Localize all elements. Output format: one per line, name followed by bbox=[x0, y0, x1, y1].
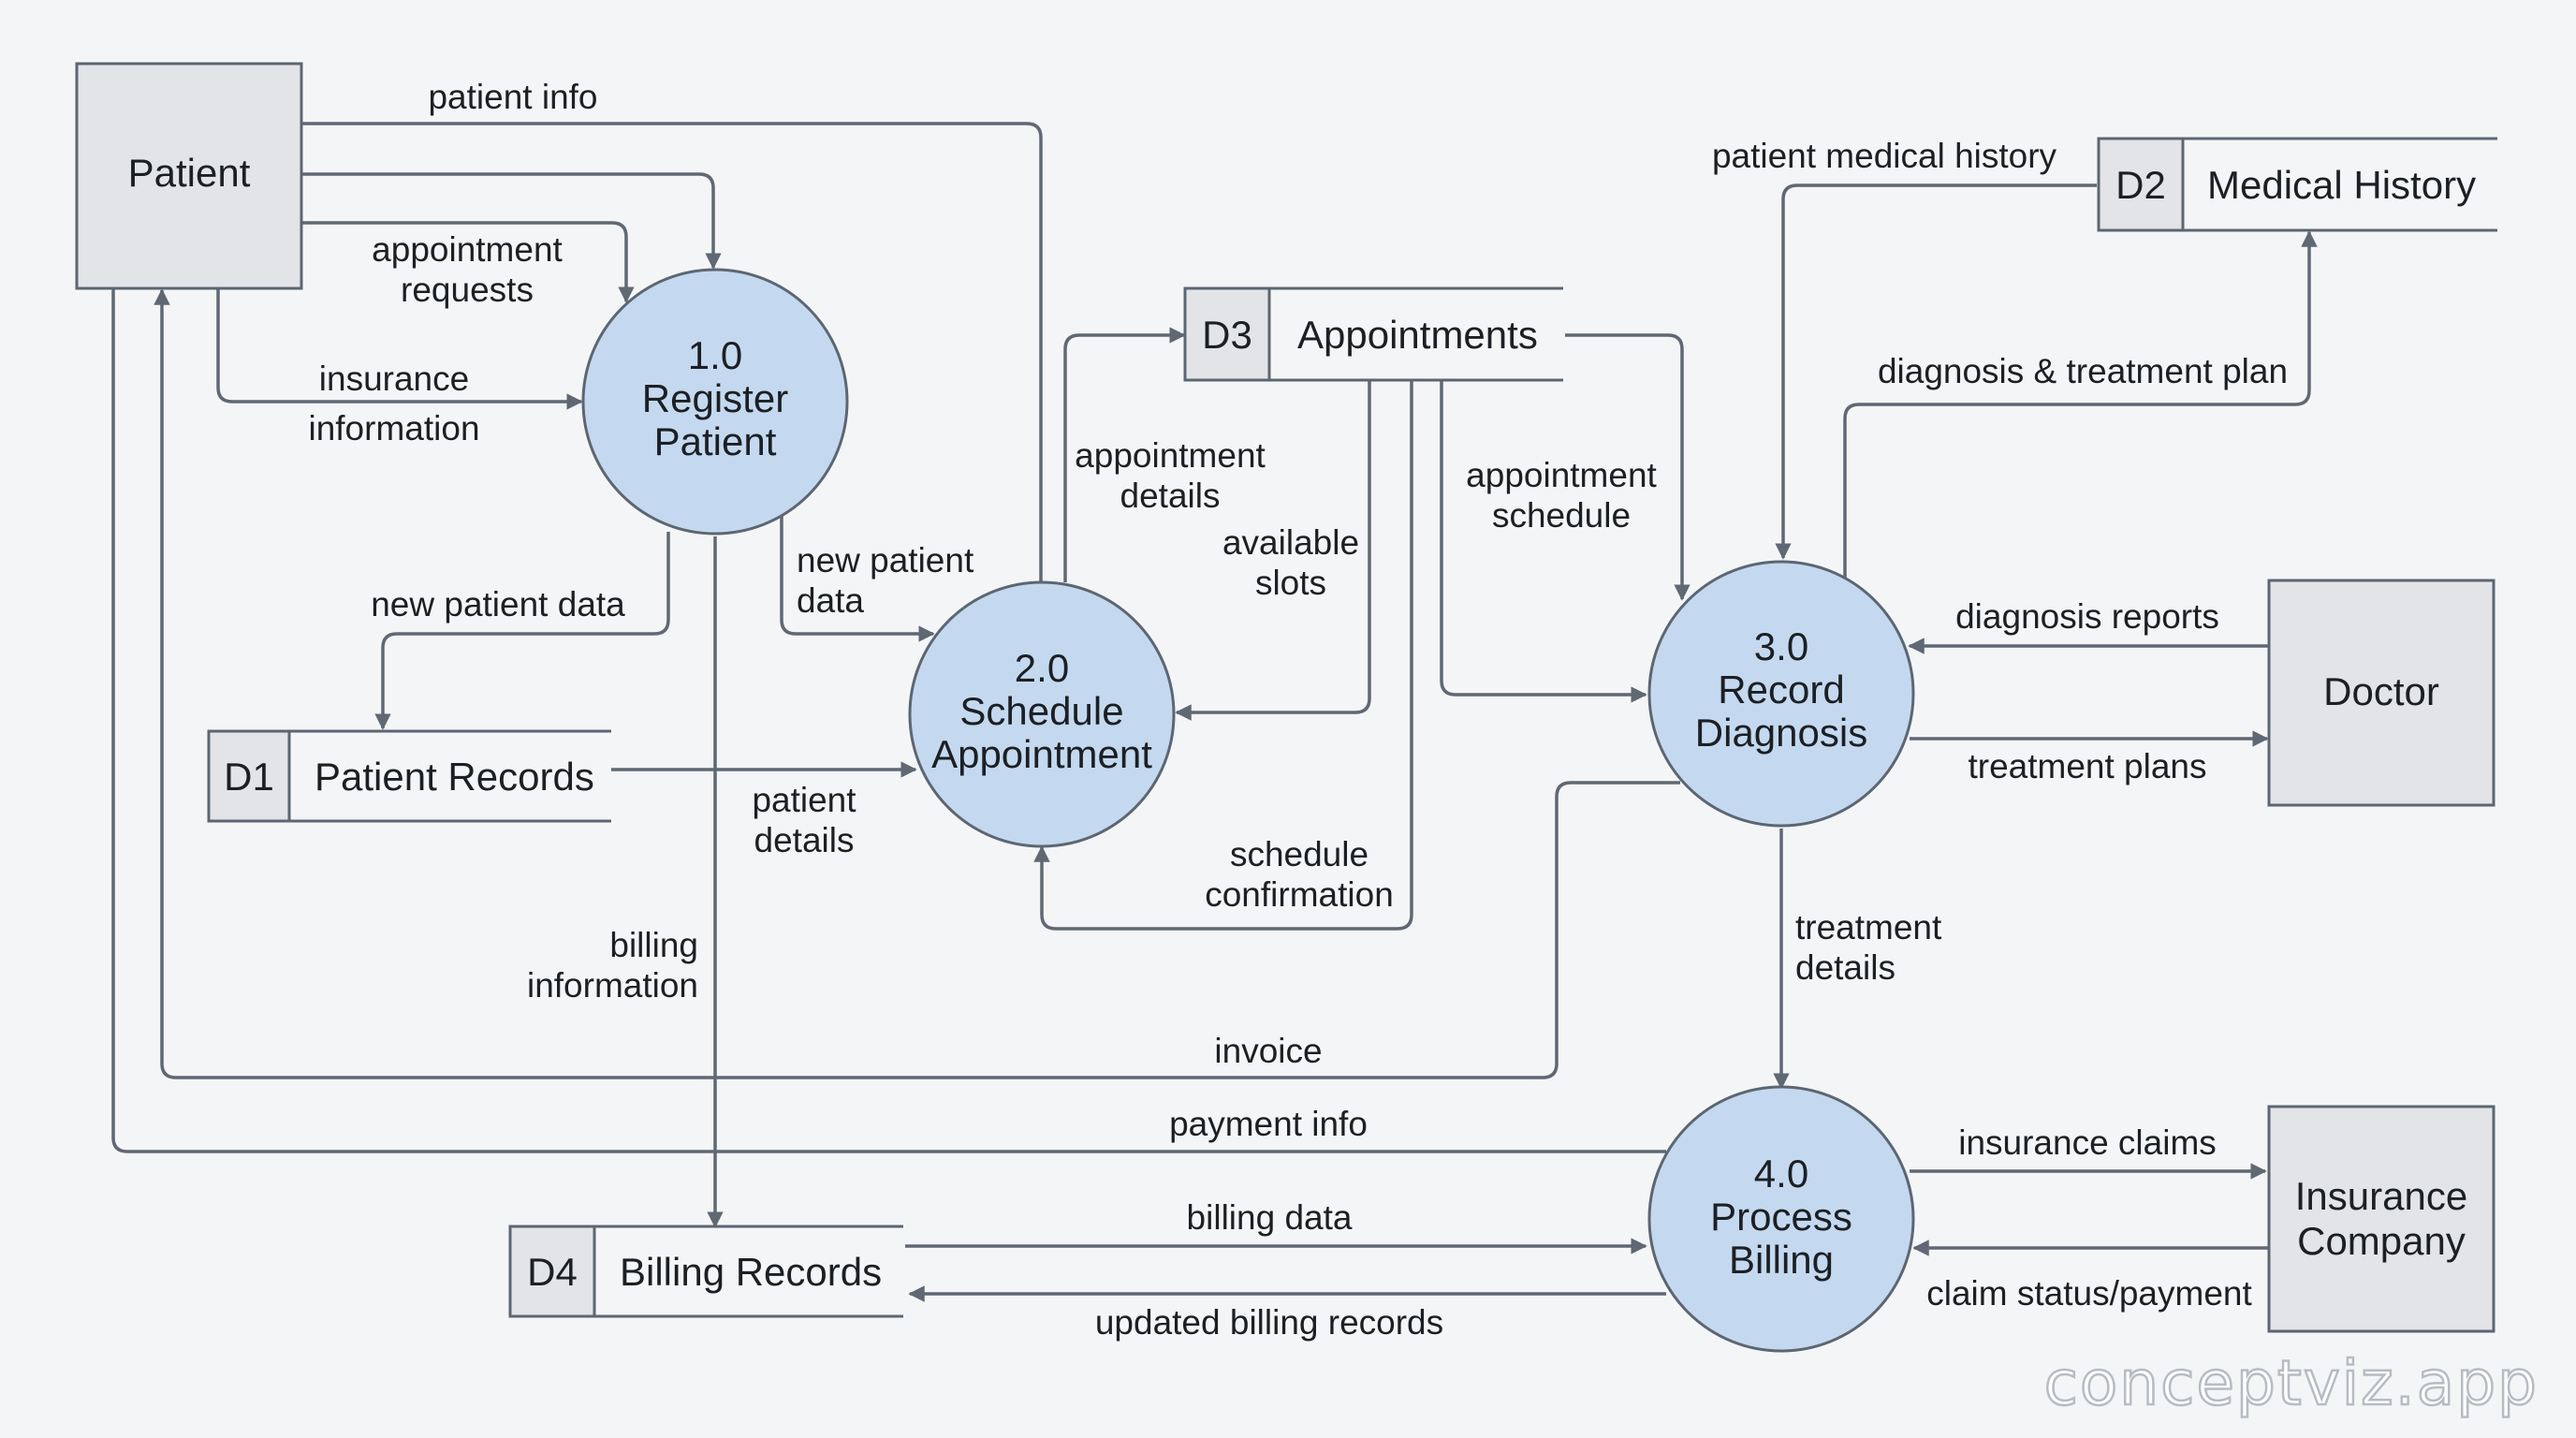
process-label: Schedule bbox=[959, 689, 1123, 733]
process-number: 1.0 bbox=[688, 333, 742, 377]
process-label: Record bbox=[1718, 668, 1844, 712]
flow-label-invoice: invoice bbox=[1214, 1032, 1322, 1070]
flow-label-appointment-details: appointment bbox=[1075, 436, 1266, 475]
flow-label-insurance-claims: insurance claims bbox=[1958, 1123, 2217, 1162]
process-schedule-appointment: 2.0 Schedule Appointment bbox=[908, 580, 1176, 848]
flow-label-patient-info: patient info bbox=[428, 78, 597, 116]
process-record-diagnosis: 3.0 Record Diagnosis bbox=[1647, 560, 1915, 828]
process-number: 3.0 bbox=[1754, 624, 1808, 668]
data-store-patient-records: D1 Patient Records bbox=[207, 729, 611, 823]
entity-label: Company bbox=[2297, 1219, 2466, 1263]
process-label: Appointment bbox=[931, 732, 1152, 776]
process-label: Process bbox=[1710, 1195, 1852, 1239]
data-store-appointments: D3 Appointments bbox=[1183, 286, 1563, 382]
flow-label-treatment-details: details bbox=[1795, 948, 1895, 987]
flow-available-slots bbox=[1175, 380, 1371, 721]
flow-label-schedule-confirmation: schedule bbox=[1230, 835, 1368, 873]
flow-appointment-requests bbox=[301, 221, 635, 303]
flow-label-patient-medical-history: patient medical history bbox=[1712, 137, 2057, 175]
data-store-id: D3 bbox=[1202, 313, 1252, 357]
process-label: Register bbox=[642, 376, 788, 420]
flow-patient-to-register bbox=[301, 172, 722, 270]
flow-label-billing-data: billing data bbox=[1187, 1198, 1353, 1237]
data-store-name: Appointments bbox=[1297, 313, 1538, 357]
data-store-name: Billing Records bbox=[620, 1250, 882, 1294]
flow-appointment-details bbox=[1063, 327, 1186, 582]
flow-label-appointment-requests: requests bbox=[401, 271, 534, 309]
process-label: Diagnosis bbox=[1695, 711, 1867, 755]
flow-appointments-to-diagnosis bbox=[1440, 380, 1647, 703]
data-store-billing-records: D4 Billing Records bbox=[508, 1225, 903, 1318]
flow-schedule-confirmation bbox=[1033, 380, 1413, 931]
data-store-name: Medical History bbox=[2207, 163, 2476, 207]
flow-label-billing-information: billing bbox=[609, 926, 698, 964]
data-store-name: Patient Records bbox=[315, 755, 594, 799]
process-label: Patient bbox=[654, 419, 777, 463]
flow-label-new-patient-data-2: data bbox=[797, 581, 864, 620]
flow-label-insurance-information: information bbox=[308, 409, 479, 448]
flow-lines bbox=[111, 122, 2318, 1302]
flow-label-claim-status-payment: claim status/payment bbox=[1926, 1274, 2252, 1313]
entity-label: Insurance bbox=[2295, 1174, 2467, 1218]
flow-invoice bbox=[154, 288, 1680, 1079]
flow-label-appointment-requests: appointment bbox=[372, 230, 563, 269]
flow-label-patient-details: details bbox=[754, 821, 855, 859]
flow-label-appointment-schedule: appointment bbox=[1466, 456, 1657, 494]
external-entity-patient: Patient bbox=[75, 62, 303, 290]
flow-label-updated-billing-records: updated billing records bbox=[1095, 1303, 1443, 1342]
flow-patient-medical-history bbox=[1775, 183, 2097, 560]
flow-new-patient-data-to-schedule bbox=[780, 504, 935, 642]
flow-appointment-schedule bbox=[1565, 333, 1690, 601]
watermark: conceptviz.app bbox=[2044, 1347, 2539, 1419]
process-register-patient: 1.0 Register Patient bbox=[581, 268, 849, 536]
flow-label-payment-info: payment info bbox=[1169, 1105, 1368, 1143]
flow-label-billing-information: information bbox=[527, 966, 698, 1005]
data-store-medical-history: D2 Medical History bbox=[2097, 137, 2497, 232]
data-store-id: D4 bbox=[527, 1250, 578, 1294]
flow-label-available-slots: available bbox=[1222, 523, 1359, 562]
process-label: Billing bbox=[1729, 1238, 1834, 1282]
process-process-billing: 4.0 Process Billing bbox=[1647, 1085, 1915, 1353]
flow-label-patient-details: patient bbox=[752, 781, 856, 819]
flow-label-insurance-information: insurance bbox=[319, 360, 469, 398]
flow-label-diagnosis-treatment-plan: diagnosis & treatment plan bbox=[1878, 352, 2288, 390]
entity-label: Doctor bbox=[2323, 669, 2439, 713]
external-entity-doctor: Doctor bbox=[2267, 579, 2496, 807]
flow-label-schedule-confirmation: confirmation bbox=[1205, 875, 1394, 914]
flow-label-treatment-plans: treatment plans bbox=[1968, 747, 2206, 785]
flow-label-appointment-details: details bbox=[1120, 477, 1221, 515]
flow-patient-info bbox=[301, 122, 1043, 582]
flow-insurance-information bbox=[216, 288, 583, 410]
flow-label-diagnosis-reports: diagnosis reports bbox=[1955, 597, 2219, 636]
flow-labels: patient info appointment requests insura… bbox=[308, 78, 2288, 1342]
flow-label-new-patient-data-2: new patient bbox=[797, 541, 974, 580]
external-entity-insurance-company: Insurance Company bbox=[2267, 1105, 2496, 1333]
flow-new-patient-data-to-d1 bbox=[374, 532, 670, 730]
process-number: 2.0 bbox=[1015, 646, 1069, 690]
process-number: 4.0 bbox=[1754, 1152, 1808, 1196]
flow-diagnosis-treatment-plan bbox=[1843, 230, 2318, 579]
data-store-id: D2 bbox=[2115, 163, 2166, 207]
flow-label-treatment-details: treatment bbox=[1795, 908, 1942, 946]
flow-label-appointment-schedule: schedule bbox=[1492, 496, 1631, 535]
flow-label-new-patient-data: new patient data bbox=[371, 585, 625, 624]
data-store-id: D1 bbox=[224, 755, 274, 799]
entity-label: Patient bbox=[128, 151, 251, 195]
flow-payment-info bbox=[111, 288, 1666, 1153]
flow-label-available-slots: slots bbox=[1255, 564, 1326, 602]
